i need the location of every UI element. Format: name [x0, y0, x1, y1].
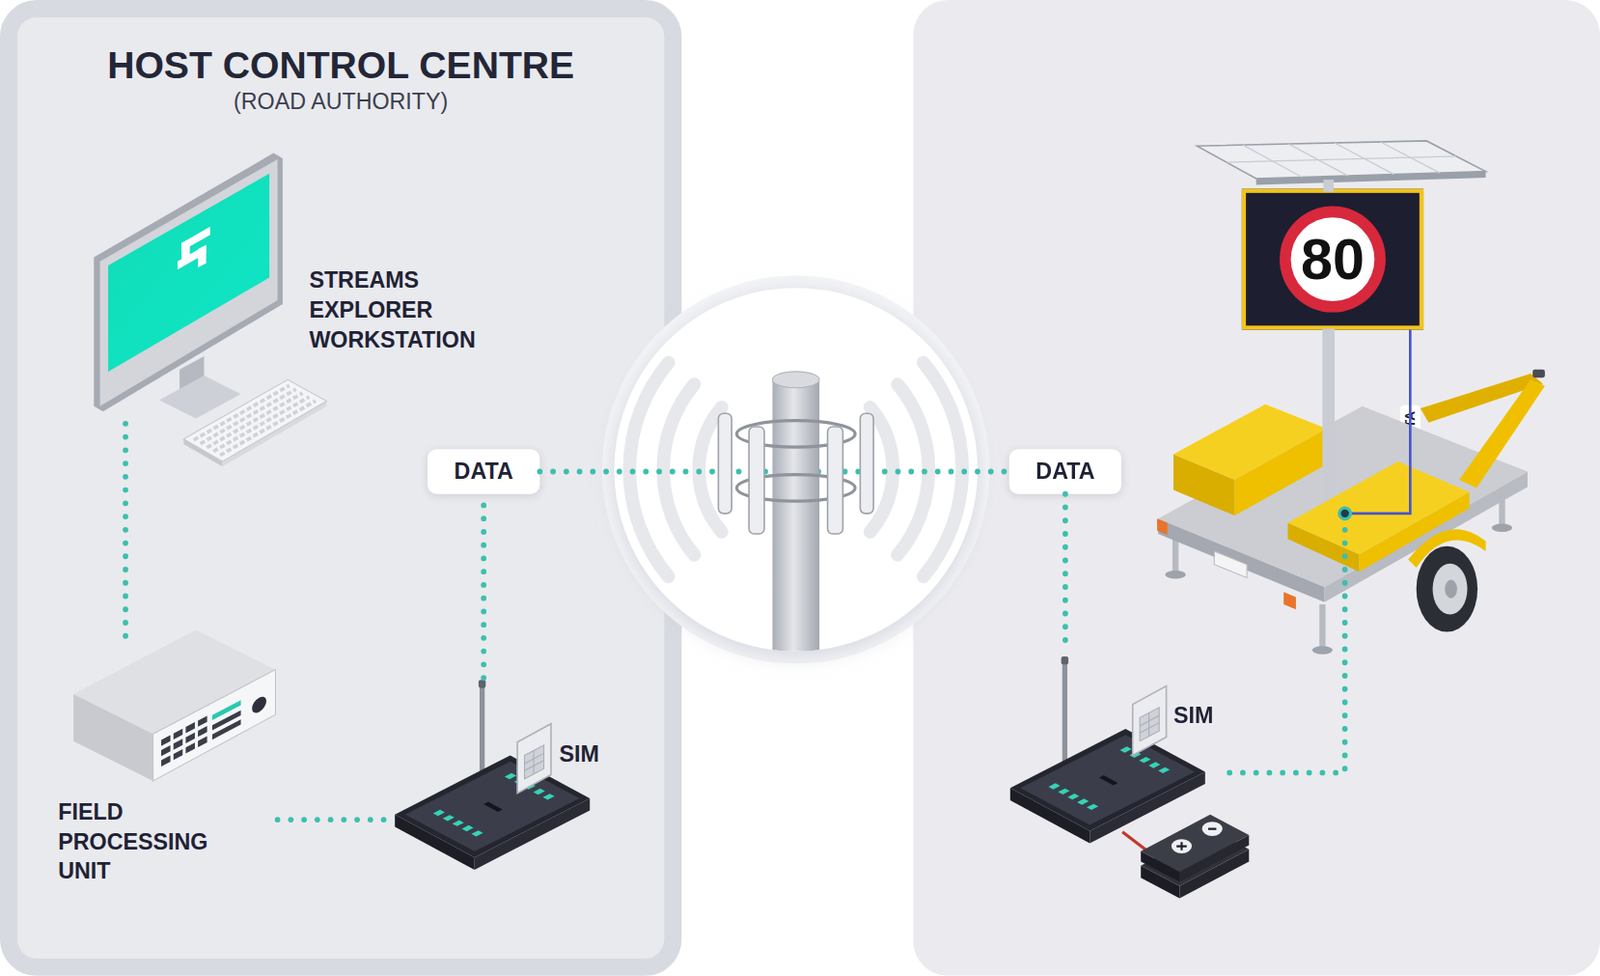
field-processing-unit-box	[197, 715, 208, 726]
trailer	[1322, 328, 1335, 504]
cell-tower	[717, 413, 732, 514]
cell-tower	[772, 371, 820, 388]
field-processing-unit-box	[161, 744, 171, 756]
modem-left	[479, 681, 485, 773]
modem-right	[1010, 728, 1206, 843]
text-slot: HOST CONTROL CENTRE	[17, 45, 664, 88]
speed-value: 80	[1300, 227, 1365, 292]
trailer	[1226, 141, 1457, 178]
field-processing-unit-box	[185, 732, 195, 744]
sim-label: SIM	[1173, 701, 1214, 728]
data-text: DATA	[1035, 458, 1095, 485]
dotted-data-line	[1229, 513, 1345, 773]
trailer	[1459, 379, 1545, 488]
trailer	[1312, 645, 1333, 654]
sign-data-cable	[1345, 330, 1411, 514]
battery	[1171, 838, 1192, 854]
trailer	[1173, 404, 1327, 480]
battery	[1122, 814, 1249, 899]
field-processing-unit-box	[173, 728, 184, 740]
trailer	[1165, 570, 1187, 579]
modem-right	[1061, 656, 1069, 664]
field-processing-unit-box	[173, 748, 184, 760]
text-slot: (ROAD AUTHORITY)	[17, 88, 664, 115]
cell-tower	[772, 379, 820, 676]
field-processing-unit-box	[197, 725, 208, 737]
battery	[1180, 841, 1183, 850]
panel-title: HOST CONTROL CENTRE	[17, 45, 664, 88]
text-slot: DATA	[427, 448, 540, 495]
cell-tower	[859, 413, 874, 514]
trailer	[1444, 579, 1458, 599]
modem-right	[1132, 686, 1167, 756]
signal-arcs	[923, 362, 963, 578]
trailer	[1491, 523, 1513, 531]
battery	[1208, 827, 1216, 830]
text-slot: DATA	[1009, 448, 1122, 495]
workstation-monitor	[197, 245, 206, 268]
trailer	[1226, 156, 1457, 163]
trailer	[1532, 369, 1545, 378]
panel-subtitle: (ROAD AUTHORITY)	[17, 88, 664, 115]
device-label: STREAMS EXPLORER WORKSTATION	[308, 265, 498, 355]
battery	[1202, 821, 1223, 836]
field-processing-unit-box	[161, 755, 171, 767]
battery	[1140, 814, 1249, 872]
cell-tower	[827, 426, 844, 534]
signal-arcs	[629, 362, 668, 578]
control-centre-panel: STREAMS®STREAMS EXPLORER WORKSTATIONFIEL…	[0, 0, 682, 976]
trailer	[1291, 217, 1376, 302]
trailer	[1433, 563, 1468, 615]
field-processing-unit-box	[173, 738, 184, 749]
signal-arcs	[662, 384, 694, 555]
field-processing-unit-box	[185, 742, 195, 753]
sim-label: SIM	[558, 741, 599, 768]
trailer	[1323, 179, 1334, 193]
modem-right	[1062, 658, 1068, 764]
field-processing-unit-box	[251, 693, 267, 717]
connection-point	[1339, 507, 1352, 520]
modem-left	[478, 679, 486, 688]
trailer	[1213, 551, 1247, 578]
trailer	[1319, 604, 1325, 650]
data-link	[1229, 330, 1410, 773]
field-processing-unit-box	[161, 734, 171, 745]
trailer	[1498, 487, 1505, 526]
modem-right	[1010, 656, 1206, 844]
trailer	[1256, 171, 1487, 186]
data-text: DATA	[454, 458, 514, 485]
trailer	[1157, 518, 1168, 535]
trailer	[1157, 140, 1545, 655]
trailer	[1279, 206, 1386, 313]
text-slot: STREAMS EXPLORER WORKSTATION	[308, 265, 498, 355]
cell-tower	[748, 426, 765, 534]
data-link	[1064, 494, 1066, 654]
data-box: DATA	[427, 448, 540, 495]
field-processing-unit-box	[185, 721, 195, 733]
text-slot: SIM	[1173, 701, 1214, 728]
workstation-monitor	[181, 238, 190, 261]
dotted-data-line	[1062, 494, 1069, 654]
text-slot: FIELD PROCESSING UNIT	[57, 797, 242, 886]
field-processing-unit-box	[197, 736, 208, 747]
text-slot: SIM	[558, 741, 599, 768]
data-box: DATA	[1009, 448, 1122, 495]
trailer	[1283, 591, 1297, 609]
trailer	[1416, 546, 1478, 633]
field-panel	[912, 0, 1600, 976]
cell-tower	[772, 379, 820, 676]
device-label: FIELD PROCESSING UNIT	[57, 797, 242, 886]
